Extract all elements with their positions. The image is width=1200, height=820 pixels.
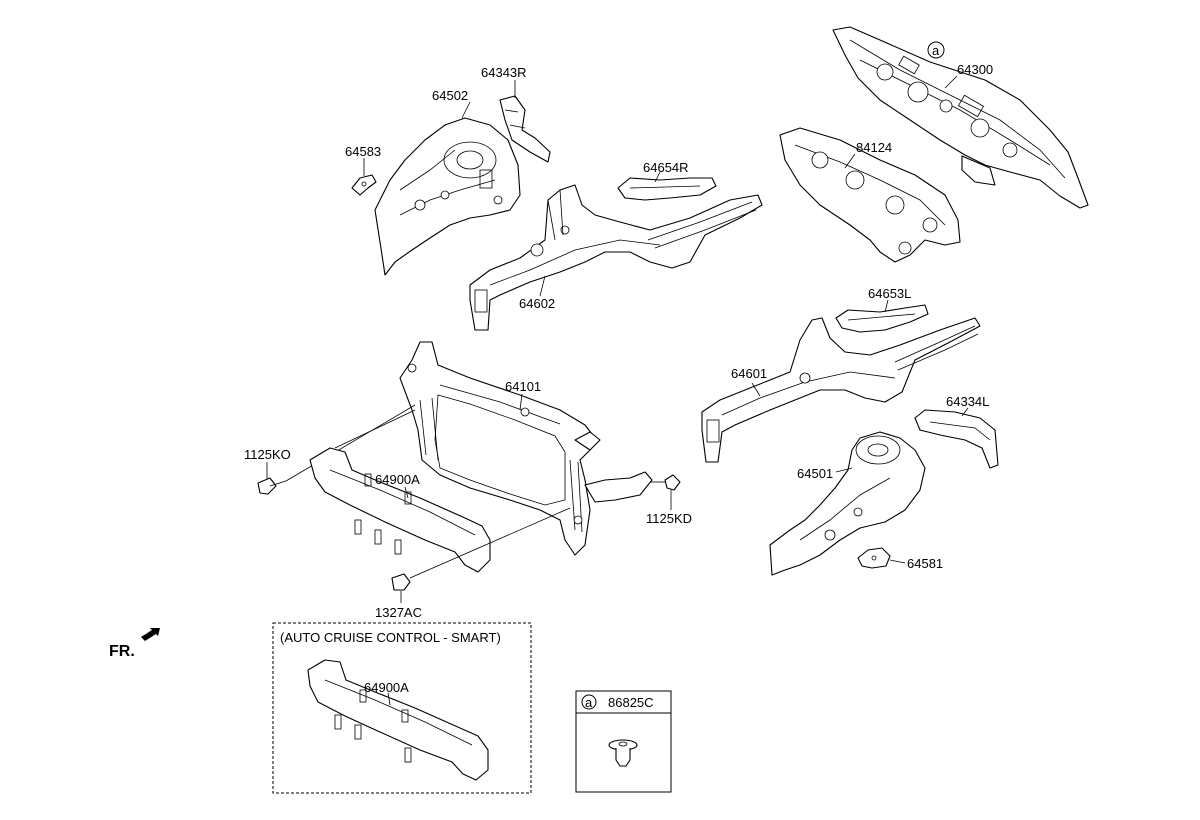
label-1327AC: 1327AC	[375, 605, 422, 620]
front-apron-64502[interactable]	[374, 117, 521, 276]
nut-1327AC[interactable]	[391, 573, 411, 591]
front-apron-64501[interactable]	[769, 431, 926, 576]
label-64653L: 64653L	[868, 286, 911, 301]
label-64601: 64601	[731, 366, 767, 381]
callout-a-box: a	[585, 695, 593, 710]
bracket-64581[interactable]	[857, 547, 891, 569]
clip-86825C[interactable]	[608, 739, 638, 767]
smart-cruise-option-box: (AUTO CRUISE CONTROL - SMART) 64900A	[272, 622, 532, 794]
front-direction-label: FR.	[109, 643, 135, 660]
bracket-64654R[interactable]	[617, 177, 717, 201]
front-arrow-icon	[141, 628, 160, 641]
label-1125KD: 1125KD	[646, 511, 692, 526]
label-64602: 64602	[519, 296, 555, 311]
svg-text:a: a	[932, 43, 940, 58]
bracket-64343R[interactable]	[499, 95, 551, 163]
bracket-64583[interactable]	[351, 174, 377, 196]
label-64501: 64501	[797, 466, 833, 481]
label-64300: 64300	[957, 62, 993, 77]
smart-cruise-title: (AUTO CRUISE CONTROL - SMART)	[280, 630, 501, 645]
bumper-beam-64900A[interactable]	[309, 447, 491, 573]
label-86825C: 86825C	[608, 695, 654, 710]
label-64343R: 64343R	[481, 65, 527, 80]
bolt-1125KO[interactable]	[257, 477, 287, 495]
bolt-1125KD[interactable]	[650, 474, 681, 491]
label-64502: 64502	[432, 88, 468, 103]
label-84124: 84124	[856, 140, 892, 155]
label-64900A: 64900A	[375, 472, 420, 487]
label-64101: 64101	[505, 379, 541, 394]
side-member-64602[interactable]	[469, 184, 763, 331]
callout-a-top: a	[927, 41, 945, 59]
bracket-64653L[interactable]	[835, 304, 929, 333]
side-member-64601[interactable]	[701, 317, 981, 463]
label-1125KO: 1125KO	[244, 447, 291, 462]
front-direction-indicator: FR.	[109, 628, 160, 660]
bracket-64334L[interactable]	[914, 409, 999, 469]
label-64900A-smart: 64900A	[364, 680, 409, 695]
bumper-beam-smart-64900A[interactable]	[307, 659, 489, 781]
label-64581: 64581	[907, 556, 943, 571]
clip-86825C-box: a 86825C	[575, 690, 672, 793]
label-64654R: 64654R	[643, 160, 689, 175]
label-64334L: 64334L	[946, 394, 989, 409]
dash-panel-64300[interactable]	[832, 26, 1089, 209]
carrier-64101[interactable]	[399, 341, 653, 556]
insulator-84124[interactable]	[779, 127, 961, 263]
label-64583: 64583	[345, 144, 381, 159]
